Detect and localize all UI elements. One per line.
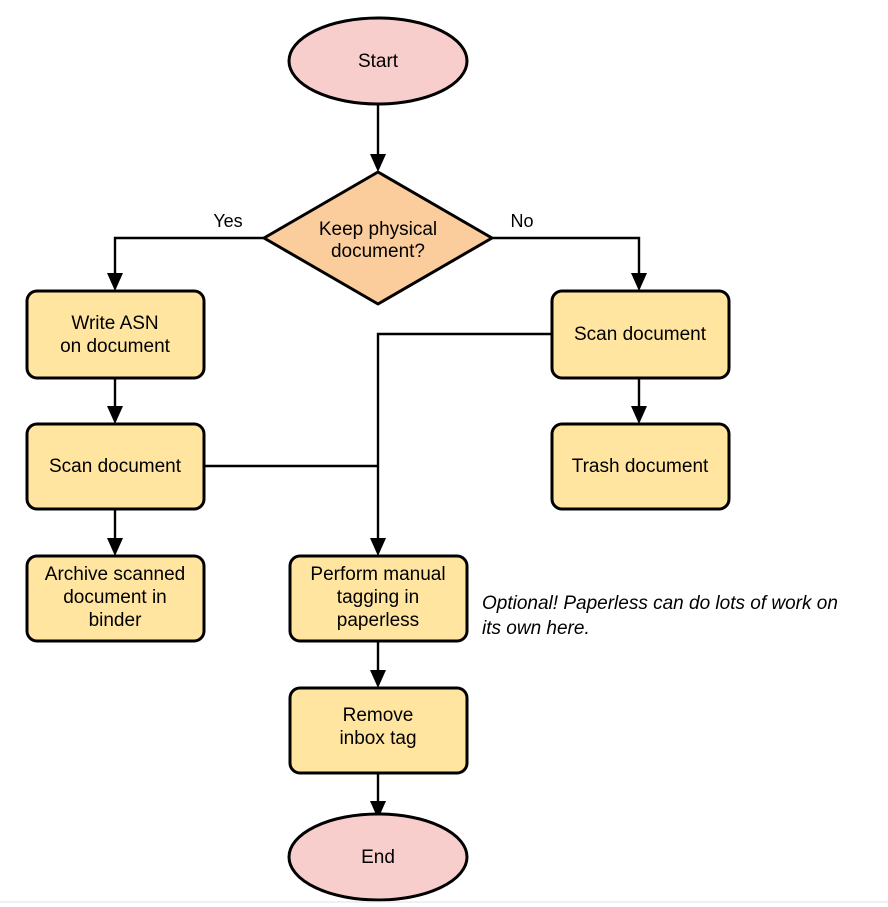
annotation-line1: Optional! Paperless can do lots of work … (482, 593, 838, 614)
scan-document-right-box[interactable] (550, 289, 731, 380)
tagging-label-line1: Perform manual (310, 564, 445, 585)
edge-labels-layer: Yes No (213, 211, 533, 231)
arrowhead-tagging-removeinbox (370, 670, 386, 688)
node-remove-inbox-tag[interactable]: Remove inbox tag (288, 686, 469, 775)
annotation-optional-paperless: Optional! Paperless can do lots of work … (482, 593, 838, 639)
arrowhead-writeasn-scanleft (107, 406, 123, 424)
edge-remove-inbox-to-end (370, 772, 386, 819)
decision-diamond[interactable] (262, 170, 494, 306)
edge-scan-right-to-tagging (370, 332, 552, 556)
archive-label-line3: binder (89, 610, 142, 631)
end-ellipse[interactable] (287, 812, 469, 902)
arrowhead-yes-branch (107, 273, 123, 291)
annotation-line2: its own here. (482, 618, 590, 639)
edge-tagging-to-remove-inbox (370, 641, 386, 688)
arrowhead-start-decision (370, 154, 386, 172)
end-label: End (361, 847, 395, 868)
write-asn-label-line1: Write ASN (71, 313, 158, 334)
node-end[interactable]: End (287, 812, 469, 902)
edge-scan-right-to-trash (631, 377, 647, 424)
node-start[interactable]: Start (287, 16, 469, 106)
archive-label-line2: document in (63, 587, 167, 608)
edge-line-yes-branch (113, 236, 264, 278)
arrowhead-scanleft-archive (107, 538, 123, 556)
decision-label-line1: Keep physical (319, 219, 437, 240)
tagging-label-line2: tagging in (337, 587, 419, 608)
node-perform-manual-tagging[interactable]: Perform manual tagging in paperless (288, 554, 469, 643)
edge-start-to-decision (370, 101, 386, 172)
edge-decision-yes-to-write-asn (107, 236, 264, 291)
trash-document-box[interactable] (550, 422, 731, 511)
tagging-label-line3: paperless (337, 610, 419, 631)
arrowhead-no-branch (631, 273, 647, 291)
edge-line-scanright-tagging (376, 332, 552, 543)
edge-scan-left-to-archive (107, 509, 123, 556)
node-decision-keep-physical-document[interactable]: Keep physical document? (262, 170, 494, 306)
archive-label-line1: Archive scanned (45, 564, 185, 585)
start-ellipse[interactable] (287, 16, 469, 106)
scan-document-left-label: Scan document (49, 456, 182, 477)
edge-line-no-branch (492, 236, 641, 278)
node-scan-document-right[interactable]: Scan document (550, 289, 731, 380)
start-label: Start (358, 51, 399, 72)
arrowhead-removeinbox-end (370, 801, 386, 819)
scan-document-right-label: Scan document (574, 324, 707, 345)
node-trash-document[interactable]: Trash document (550, 422, 731, 511)
remove-inbox-label-line1: Remove (343, 705, 414, 726)
write-asn-box[interactable] (25, 289, 206, 380)
trash-document-label: Trash document (572, 456, 709, 477)
write-asn-label-line2: on document (60, 336, 171, 357)
node-scan-document-left[interactable]: Scan document (25, 422, 206, 511)
node-archive-in-binder[interactable]: Archive scanned document in binder (25, 554, 206, 643)
archive-box[interactable] (25, 554, 206, 643)
remove-inbox-label-line2: inbox tag (339, 728, 416, 749)
remove-inbox-box[interactable] (288, 686, 469, 775)
edge-decision-no-to-scan-right (492, 236, 647, 291)
edge-write-asn-to-scan-left (107, 377, 123, 424)
tagging-box[interactable] (288, 554, 469, 643)
edge-label-yes: Yes (213, 211, 242, 231)
decision-label-line2: document? (331, 241, 425, 262)
scan-document-left-box[interactable] (25, 422, 206, 511)
arrowhead-scanright-tagging (370, 538, 386, 556)
node-write-asn[interactable]: Write ASN on document (25, 289, 206, 380)
edge-label-no: No (510, 211, 533, 231)
arrowhead-scanright-trash (631, 406, 647, 424)
edges-layer (107, 101, 647, 819)
